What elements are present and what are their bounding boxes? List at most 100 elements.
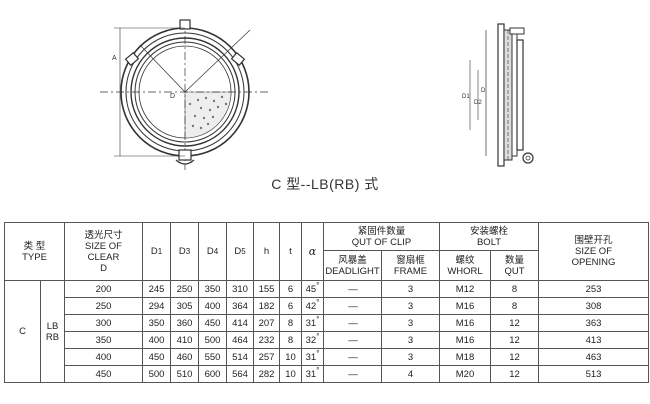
- cell-d1: 294: [142, 297, 171, 315]
- cell-d3: 250: [170, 280, 199, 298]
- cell-deadlight: —: [323, 297, 382, 315]
- cell-clear: 200: [64, 280, 143, 298]
- header-frame-en: FRAME: [393, 265, 428, 277]
- cell-t: 8: [279, 314, 302, 332]
- cell-d4: 550: [198, 348, 227, 366]
- header-alpha: α: [301, 222, 324, 281]
- header-opening-cn: 围壁开孔: [574, 235, 613, 246]
- cell-qut: 12: [490, 314, 540, 332]
- header-t: t: [279, 222, 302, 281]
- cell-t: 6: [279, 297, 302, 315]
- header-clip-en: QUT OF CLIP: [351, 236, 412, 248]
- cell-d5: 364: [226, 297, 254, 315]
- header-d3-text: D: [178, 246, 186, 257]
- cell-deadlight: —: [323, 280, 382, 298]
- header-bolt: 安装螺栓 BOLT: [439, 222, 540, 251]
- header-d1-text: D: [150, 246, 158, 257]
- header-clip: 紧固件数量 QUT OF CLIP: [322, 222, 441, 251]
- cell-opening: 253: [538, 280, 650, 298]
- cell-opening: 463: [538, 348, 650, 366]
- cell-h: 207: [253, 314, 280, 332]
- table-row: 450 500 510 600 564 282 10 31° — 4 M20 1…: [5, 365, 650, 383]
- type-cell: C: [4, 280, 41, 383]
- cell-alpha-value: 42: [305, 300, 317, 312]
- cell-clear: 450: [64, 365, 143, 383]
- cell-alpha: 31°: [301, 348, 324, 366]
- cell-d3: 410: [170, 331, 199, 349]
- header-clear-size: 透光尺寸 SIZE OF CLEAR D: [64, 222, 143, 281]
- cell-opening: 308: [538, 297, 650, 315]
- header-type: 类 型 TYPE: [4, 222, 65, 281]
- header-whorl-cn: 螺纹: [455, 254, 475, 266]
- cell-clear: 350: [64, 331, 143, 349]
- cell-deadlight: —: [323, 331, 382, 349]
- cell-h: 232: [253, 331, 280, 349]
- cell-d3: 360: [170, 314, 199, 332]
- header-opening: 围壁开孔 SIZE OF OPENING: [538, 222, 650, 281]
- cell-alpha-value: 32: [305, 334, 317, 346]
- cell-whorl: M16: [439, 314, 492, 332]
- cell-h: 155: [253, 280, 280, 298]
- spec-table-body: C LB RB 200 245 250 350 310 155 6 45° — …: [4, 280, 650, 383]
- cell-whorl: M12: [439, 280, 492, 298]
- cell-whorl: M16: [439, 297, 492, 315]
- cell-alpha: 31°: [301, 314, 324, 332]
- header-d1-sub: 1: [157, 247, 163, 256]
- subtype-lb: LB: [46, 320, 59, 332]
- cell-d4: 600: [198, 365, 227, 383]
- header-deadlight: 风暴盖 DEADLIGHT: [323, 250, 382, 281]
- cell-frame: 3: [380, 280, 441, 298]
- cell-deadlight: —: [323, 314, 382, 332]
- header-qut-en: QUT: [504, 265, 525, 277]
- header-row-1: 类 型 TYPE 透光尺寸 SIZE OF CLEAR D D1 D3 D4 D…: [4, 222, 650, 281]
- cell-d3: 510: [170, 365, 199, 383]
- header-d3-sub: 3: [185, 247, 191, 256]
- header-clear-en1: SIZE OF: [85, 240, 122, 252]
- cell-qut: 8: [490, 297, 540, 315]
- cell-d3: 460: [170, 348, 199, 366]
- cell-t: 6: [279, 280, 302, 298]
- cell-frame: 3: [380, 348, 441, 366]
- header-deadlight-en: DEADLIGHT: [325, 265, 380, 277]
- front-view-label-a: A: [112, 55, 117, 62]
- subtype-rb: RB: [45, 331, 60, 343]
- header-whorl-en: WHORL: [447, 265, 483, 277]
- header-d4: D4: [198, 222, 227, 281]
- header-opening-en1: SIZE OF: [575, 246, 612, 257]
- cell-whorl: M18: [439, 348, 492, 366]
- cell-qut: 8: [490, 280, 540, 298]
- header-d5-text: D: [234, 246, 242, 257]
- cell-clear: 300: [64, 314, 143, 332]
- cell-alpha-value: 31: [305, 317, 317, 329]
- header-d5-sub: 5: [241, 247, 246, 256]
- header-opening-en2: OPENING: [571, 257, 616, 268]
- cell-alpha-value: 31: [305, 351, 317, 363]
- cell-d4: 350: [198, 280, 227, 298]
- cell-d5: 464: [226, 331, 254, 349]
- cell-frame: 3: [380, 297, 441, 315]
- table-row: 350 400 410 500 464 232 8 32° — 3 M16 12…: [5, 331, 650, 349]
- header-deadlight-cn: 风暴盖: [338, 254, 367, 266]
- cell-alpha-value: 45: [305, 283, 317, 295]
- cell-d4: 400: [198, 297, 227, 315]
- header-row-2: 风暴盖 DEADLIGHT 窗扇框 FRAME 螺纹 WHORL 数量 QUT: [5, 250, 649, 281]
- header-qut-cn: 数量: [505, 254, 525, 266]
- cell-alpha-value: 31: [305, 368, 317, 380]
- cell-frame: 3: [380, 314, 441, 332]
- cell-t: 10: [279, 348, 302, 366]
- cell-h: 282: [253, 365, 280, 383]
- cell-opening: 413: [538, 331, 650, 349]
- table-row: 300 350 360 450 414 207 8 31° — 3 M16 12…: [5, 314, 650, 332]
- cell-t: 8: [279, 331, 302, 349]
- header-d4-text: D: [206, 246, 214, 257]
- cell-d1: 450: [142, 348, 171, 366]
- header-qut: 数量 QUT: [490, 250, 540, 281]
- cell-qut: 12: [490, 365, 540, 383]
- cell-d1: 245: [142, 280, 171, 298]
- table-row: C LB RB 200 245 250 350 310 155 6 45° — …: [4, 280, 650, 383]
- header-d4-sub: 4: [213, 247, 219, 256]
- header-clear-cn: 透光尺寸: [84, 229, 123, 241]
- cell-clear: 400: [64, 348, 143, 366]
- cell-alpha: 31°: [301, 365, 324, 383]
- side-view-drawing: [469, 23, 534, 167]
